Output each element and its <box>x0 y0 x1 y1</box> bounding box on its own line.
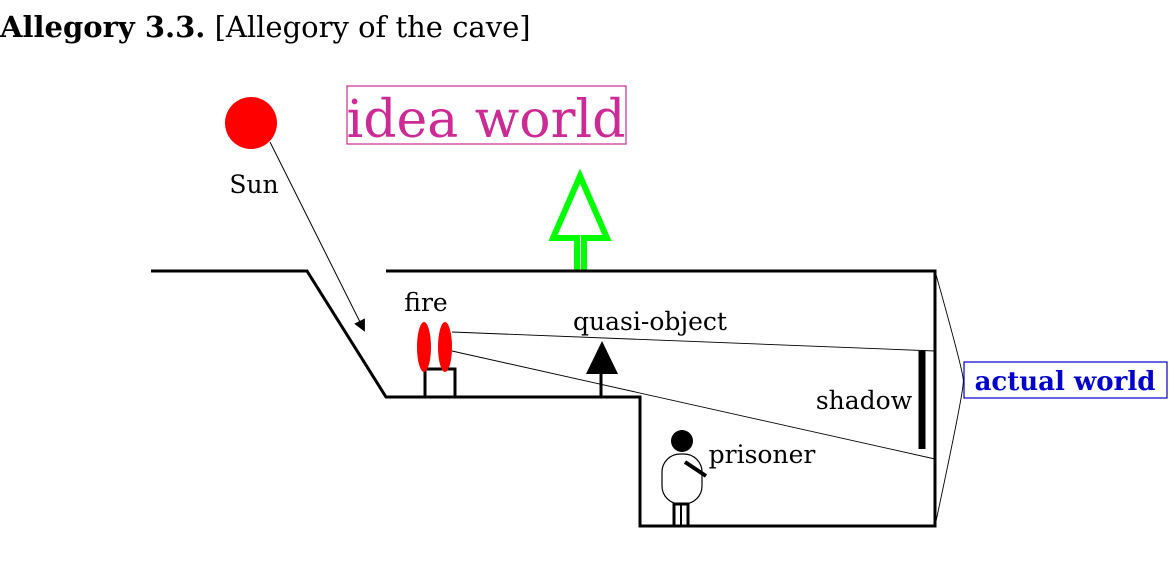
actual-world-brace <box>934 270 964 527</box>
actual-world-box <box>963 361 1168 399</box>
idea-world-label: idea world <box>347 90 626 150</box>
outside-ground-line <box>151 269 937 528</box>
quasi-object-label: quasi-object <box>573 307 727 336</box>
fire-flame-left-icon <box>417 322 431 372</box>
idea-world-box <box>346 85 627 145</box>
sun-label: Sun <box>229 170 278 199</box>
fire-label: fire <box>404 288 447 317</box>
fire-stand <box>423 367 457 397</box>
prisoner-label: prisoner <box>709 440 816 469</box>
actual-world-label: actual world <box>975 367 1156 397</box>
light-ray-top <box>451 331 936 352</box>
quasi-object-icon <box>586 341 618 374</box>
sun-ray-arrow <box>269 141 365 332</box>
prisoner-body-icon <box>661 453 703 505</box>
prisoner-head-icon <box>671 430 693 452</box>
ascent-arrow-icon <box>548 168 612 270</box>
sun-icon <box>225 97 277 149</box>
fire-flame-right-icon <box>438 322 452 372</box>
figure-heading: Allegory 3.3. [Allegory of the cave] <box>0 10 531 44</box>
heading-label: Allegory 3.3. <box>0 10 206 44</box>
light-ray-bottom <box>451 350 936 460</box>
prisoner-arm <box>683 460 708 478</box>
shadow-label: shadow <box>816 386 913 415</box>
heading-title: [Allegory of the cave] <box>214 10 531 44</box>
